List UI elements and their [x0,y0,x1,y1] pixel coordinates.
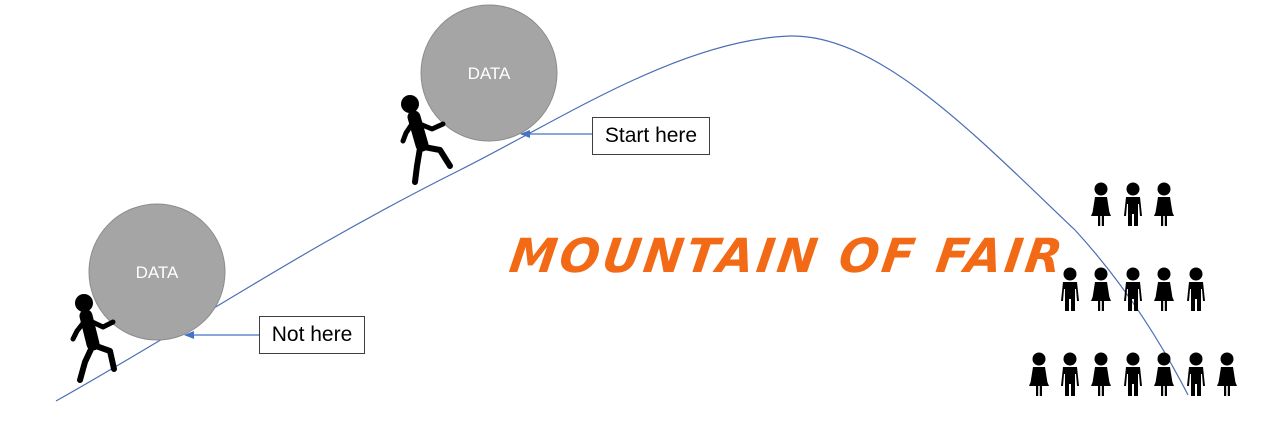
callout-start-here: Start here [592,117,710,155]
boulder-lower-label: DATA [136,263,179,282]
boulder-upper: DATA [420,4,558,142]
boulder-upper-label: DATA [468,64,511,83]
person-pushing-icon-upper [400,95,453,185]
boulder-lower: DATA [88,203,226,341]
person-pushing-icon-lower [70,294,117,383]
mountain-curve [55,35,1189,402]
diagram-title: MOUNTAIN OF FAIR [506,229,1069,284]
people-pyramid-icon [1029,182,1237,396]
callout-not-here: Not here [259,316,365,354]
